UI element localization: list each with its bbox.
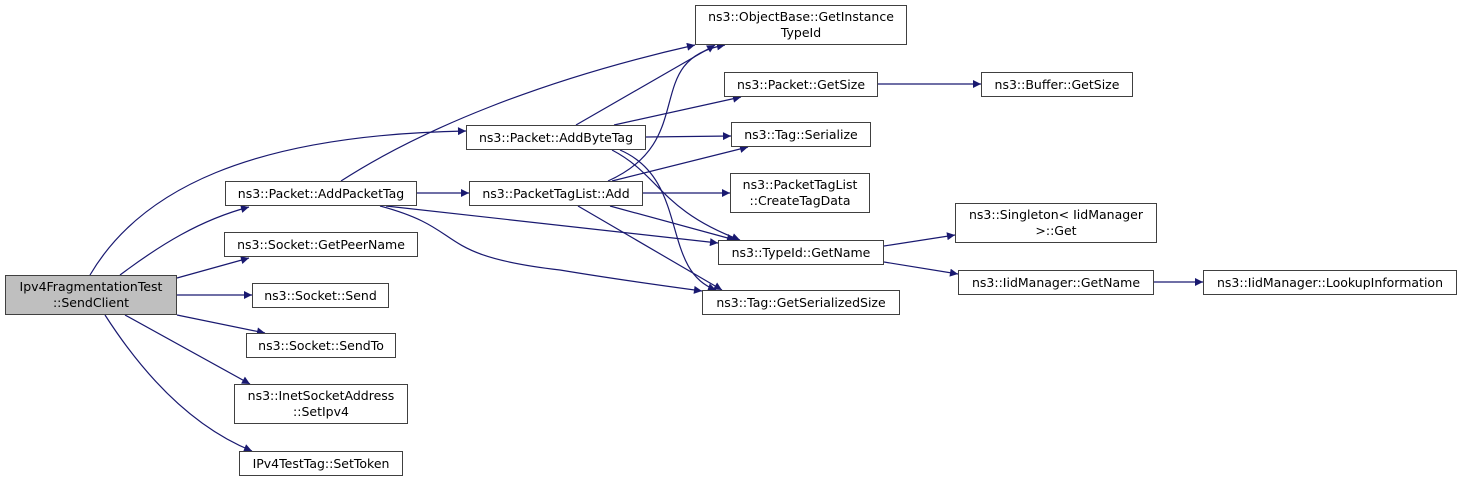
node-label-line: ns3::Tag::GetSerializedSize <box>716 294 886 310</box>
node-label-line: IPv4TestTag::SetToken <box>252 455 390 471</box>
edge-addpackettag-to-getserializedsize <box>379 205 703 294</box>
node-label-line: ns3::Socket::Send <box>264 287 377 303</box>
edge-ptladd-to-getserializedsize <box>577 205 723 291</box>
edge-sendclient-to-settoken <box>104 314 253 452</box>
node-iidgetname[interactable]: ns3::IidManager::GetName <box>958 270 1154 295</box>
node-getserializedsize[interactable]: ns3::Tag::GetSerializedSize <box>702 290 900 315</box>
edge-sendclient-to-getpeername <box>176 256 250 279</box>
edge-ptladd-to-tagserialize <box>611 145 749 182</box>
node-label-line: ns3::PacketTagList <box>742 177 858 192</box>
edge-addpackettag-to-typeidgetname <box>385 205 719 247</box>
node-label-line: ns3::Socket::GetPeerName <box>237 236 405 252</box>
node-label-line: ns3::Packet::AddByteTag <box>478 129 634 145</box>
node-label-line: ns3::Singleton< IidManager <box>968 207 1144 222</box>
edge-sendclient-to-sendto <box>176 314 266 336</box>
node-tagserialize[interactable]: ns3::Tag::Serialize <box>731 122 871 147</box>
node-sendclient: Ipv4FragmentationTest::SendClient <box>5 275 177 315</box>
node-send[interactable]: ns3::Socket::Send <box>252 283 389 308</box>
node-label-line: ns3::PacketTagList::Add <box>482 185 630 201</box>
node-label-line: ns3::Packet::GetSize <box>736 76 866 92</box>
node-typeidgetname[interactable]: ns3::TypeId::GetName <box>718 240 884 265</box>
node-label-line: ns3::TypeId::GetName <box>731 244 871 260</box>
node-label-line: ns3::Tag::Serialize <box>744 126 858 142</box>
node-label-line: ::CreateTagData <box>749 193 851 208</box>
node-label-line: ns3::InetSocketAddress <box>247 388 395 403</box>
edge-typeidgetname-to-iidgetname <box>883 261 959 277</box>
node-settoken[interactable]: IPv4TestTag::SetToken <box>239 451 403 476</box>
edge-sendclient-to-addbytetag <box>89 127 467 276</box>
node-label-line: Ipv4FragmentationTest <box>19 279 163 294</box>
node-label-line: ns3::Buffer::GetSize <box>994 76 1120 92</box>
edge-addbytetag-to-packetgetsize <box>613 94 742 126</box>
edge-addbytetag-to-tagserialize <box>645 132 732 141</box>
edge-typeidgetname-to-singletonget <box>883 232 956 247</box>
node-label-line: ns3::ObjectBase::GetInstance <box>708 9 894 24</box>
node-lookupinformation[interactable]: ns3::IidManager::LookupInformation <box>1203 270 1457 295</box>
node-singletonget[interactable]: ns3::Singleton< IidManager>::Get <box>955 203 1157 243</box>
edge-addpackettag-to-getinstancetypeid <box>340 42 696 182</box>
node-sendto[interactable]: ns3::Socket::SendTo <box>246 333 396 358</box>
node-label-line: ns3::Socket::SendTo <box>258 337 384 353</box>
node-ptladd[interactable]: ns3::PacketTagList::Add <box>469 181 643 206</box>
node-label-line: ns3::Packet::AddPacketTag <box>237 185 405 201</box>
edge-sendclient-to-addpackettag <box>119 205 250 276</box>
node-createtagdata[interactable]: ns3::PacketTagList::CreateTagData <box>730 173 870 213</box>
edge-ptladd-to-typeidgetname <box>609 205 736 242</box>
node-label-line: >::Get <box>1035 223 1077 238</box>
node-addpackettag[interactable]: ns3::Packet::AddPacketTag <box>225 181 417 206</box>
node-label-line: ::SetIpv4 <box>293 404 349 419</box>
node-buffergetsize[interactable]: ns3::Buffer::GetSize <box>981 72 1133 97</box>
node-setipv4[interactable]: ns3::InetSocketAddress::SetIpv4 <box>234 384 408 424</box>
edge-sendclient-to-setipv4 <box>124 314 251 385</box>
node-getpeername[interactable]: ns3::Socket::GetPeerName <box>224 232 418 257</box>
edge-addbytetag-to-getserializedsize <box>619 149 717 292</box>
node-label-line: ns3::IidManager::LookupInformation <box>1216 274 1443 290</box>
node-addbytetag[interactable]: ns3::Packet::AddByteTag <box>466 125 646 150</box>
node-label-line: ::SendClient <box>52 295 130 310</box>
node-label-line: ns3::IidManager::GetName <box>971 274 1141 290</box>
node-packetgetsize[interactable]: ns3::Packet::GetSize <box>724 72 878 97</box>
node-label-line: TypeId <box>780 25 822 40</box>
edge-ptladd-to-getinstancetypeid <box>607 42 726 182</box>
